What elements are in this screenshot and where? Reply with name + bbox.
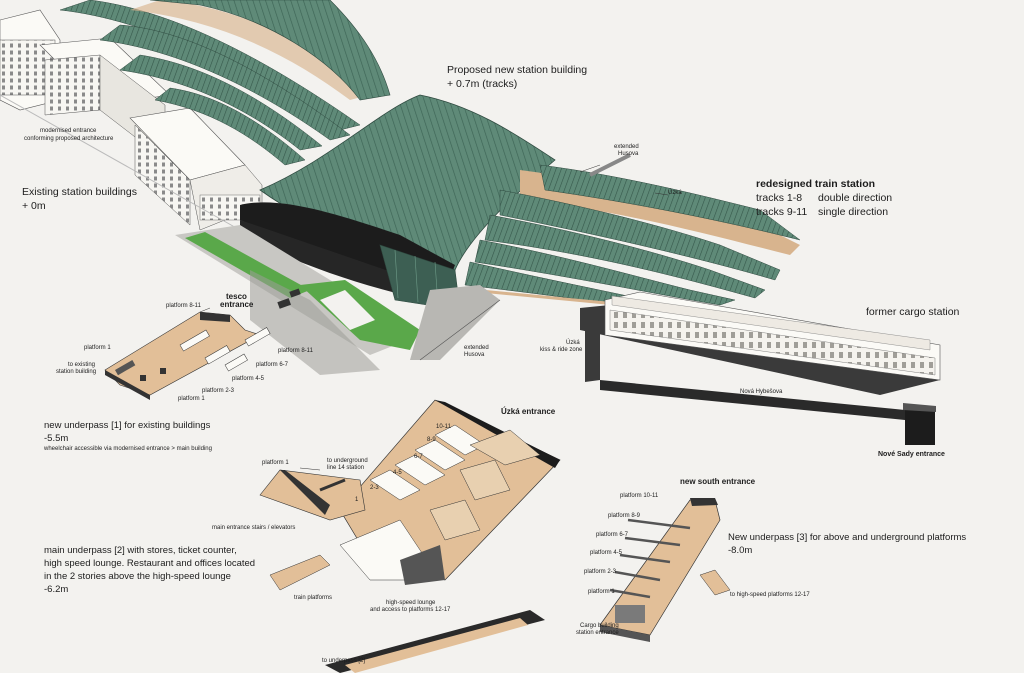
u2-tracks-6-7: 6-7 <box>414 454 423 460</box>
tracks-9-11-direction: single direction <box>818 206 889 218</box>
u2-hs-lounge-1: high-speed lounge <box>386 600 436 606</box>
underpass-2-title-1: main underpass [2] with stores, ticket c… <box>44 545 237 556</box>
tracks-9-11-label: tracks 9-11 <box>756 206 808 218</box>
uzka-kiss-ride-1: Úzká <box>566 340 580 346</box>
underpass-2-title-2: high speed lounge. Restaurant and office… <box>44 558 256 569</box>
extended-husova-top-1: extended <box>614 144 639 150</box>
underpass-1-title: new underpass [1] for existing buildings <box>44 420 211 431</box>
former-cargo-label: former cargo station <box>866 306 960 318</box>
u2-to-underground-1: to underground <box>327 458 368 464</box>
u3-platform-1: platform 1 <box>588 589 615 595</box>
existing-buildings-level: + 0m <box>22 200 46 212</box>
existing-buildings-title: Existing station buildings <box>22 186 137 198</box>
u1-platform-1-b: platform 1 <box>178 396 205 402</box>
u1-platform-6-7: platform 6-7 <box>256 362 289 368</box>
north-platform-roofs <box>59 0 391 166</box>
u3-platform-8-9: platform 8-9 <box>608 513 641 519</box>
underpass-3-depth: -8.0m <box>728 545 753 556</box>
u2-train-platforms: train platforms <box>294 595 333 601</box>
u1-to-existing-1: to existing <box>68 362 96 368</box>
extended-husova-mid-2: Husova <box>464 352 485 358</box>
u1-to-existing-2: station building <box>56 369 97 375</box>
u2-tracks-8-9: 8-9 <box>427 437 436 443</box>
tracks-1-8-label: tracks 1-8 <box>756 192 803 204</box>
uzka-entrance-label: Úzká entrance <box>501 407 556 416</box>
nove-sady-entrance-label: Nové Sady entrance <box>878 451 945 458</box>
u2-track-1: 1 <box>355 497 359 503</box>
u1-platform-1-a: platform 1 <box>84 345 111 351</box>
u3-platform-6-7: platform 6-7 <box>596 532 629 538</box>
u1-platform-4-5: platform 4-5 <box>232 376 265 382</box>
u2-platform-1: platform 1 <box>262 460 289 466</box>
existing-station-buildings <box>0 9 263 231</box>
u1-platform-8-11-b: platform 8-11 <box>278 348 313 354</box>
extended-husova-mid-1: extended <box>464 345 489 351</box>
underpass-2-depth: -6.2m <box>44 584 69 595</box>
u3-platform-10-11: platform 10-11 <box>620 493 659 499</box>
modernised-entrance-line2: conforming proposed architecture <box>24 136 114 142</box>
ground-plaza <box>175 225 501 375</box>
modernised-entrance-line1: modernised entrance <box>40 128 97 134</box>
proposed-building-level: + 0.7m (tracks) <box>447 78 518 90</box>
uzka-kiss-ride-2: kiss & ride zone <box>540 347 583 353</box>
u2-tracks-2-3: 2-3 <box>370 485 379 491</box>
underpass-1-note: wheelchair accessible via modernised ent… <box>44 446 212 452</box>
tesco-entrance-line1: tesco <box>226 292 247 301</box>
former-cargo-station <box>580 291 941 445</box>
new-south-entrance-label: new south entrance <box>680 477 756 486</box>
u1-platform-2-3: platform 2-3 <box>202 388 235 394</box>
redesigned-station-title: redesigned train station <box>756 178 876 190</box>
uzka-top-label: Úzká <box>668 190 682 196</box>
underpass-1-depth: -5.5m <box>44 433 69 444</box>
u2-to-underground-2: line 14 station <box>327 465 365 471</box>
u2-main-entrance-stairs: main entrance stairs / elevators <box>212 525 296 531</box>
tesco-entrance-line2: entrance <box>220 300 254 309</box>
u2-to-underpass: to underpass [2] <box>322 658 366 664</box>
tracks-1-8-direction: double direction <box>818 192 893 204</box>
u2-tracks-4-5: 4-5 <box>393 470 402 476</box>
underpass-2-drawing <box>259 399 561 673</box>
u3-platform-2-3: platform 2-3 <box>584 569 617 575</box>
u1-platform-8-11-a: platform 8-11 <box>166 303 201 309</box>
u2-hs-lounge-2: and access to platforms 12-17 <box>370 607 451 613</box>
nove-hybesova-label: Nová Hybešova <box>740 389 783 395</box>
underpass-3-drawing <box>599 498 731 642</box>
leader-lines <box>199 164 669 471</box>
underpass-2-title-3: in the 2 stories above the high-speed lo… <box>44 571 231 582</box>
u3-platform-4-5: platform 4-5 <box>590 550 623 556</box>
u2-tracks-10-11: 10-11 <box>436 424 451 430</box>
u3-cargo-entrance-1: Cargo building <box>580 623 619 629</box>
proposed-building-title: Proposed new station building <box>447 64 588 76</box>
u3-cargo-entrance-2: station entrance <box>576 630 619 636</box>
u3-to-hs-platforms: to high-speed platforms 12-17 <box>730 592 810 598</box>
underpass-1-drawing <box>104 311 271 400</box>
main-station-roof <box>240 94 556 311</box>
extended-husova-top-2: Husova <box>618 151 639 157</box>
underpass-3-title: New underpass [3] for above and undergro… <box>728 532 967 543</box>
